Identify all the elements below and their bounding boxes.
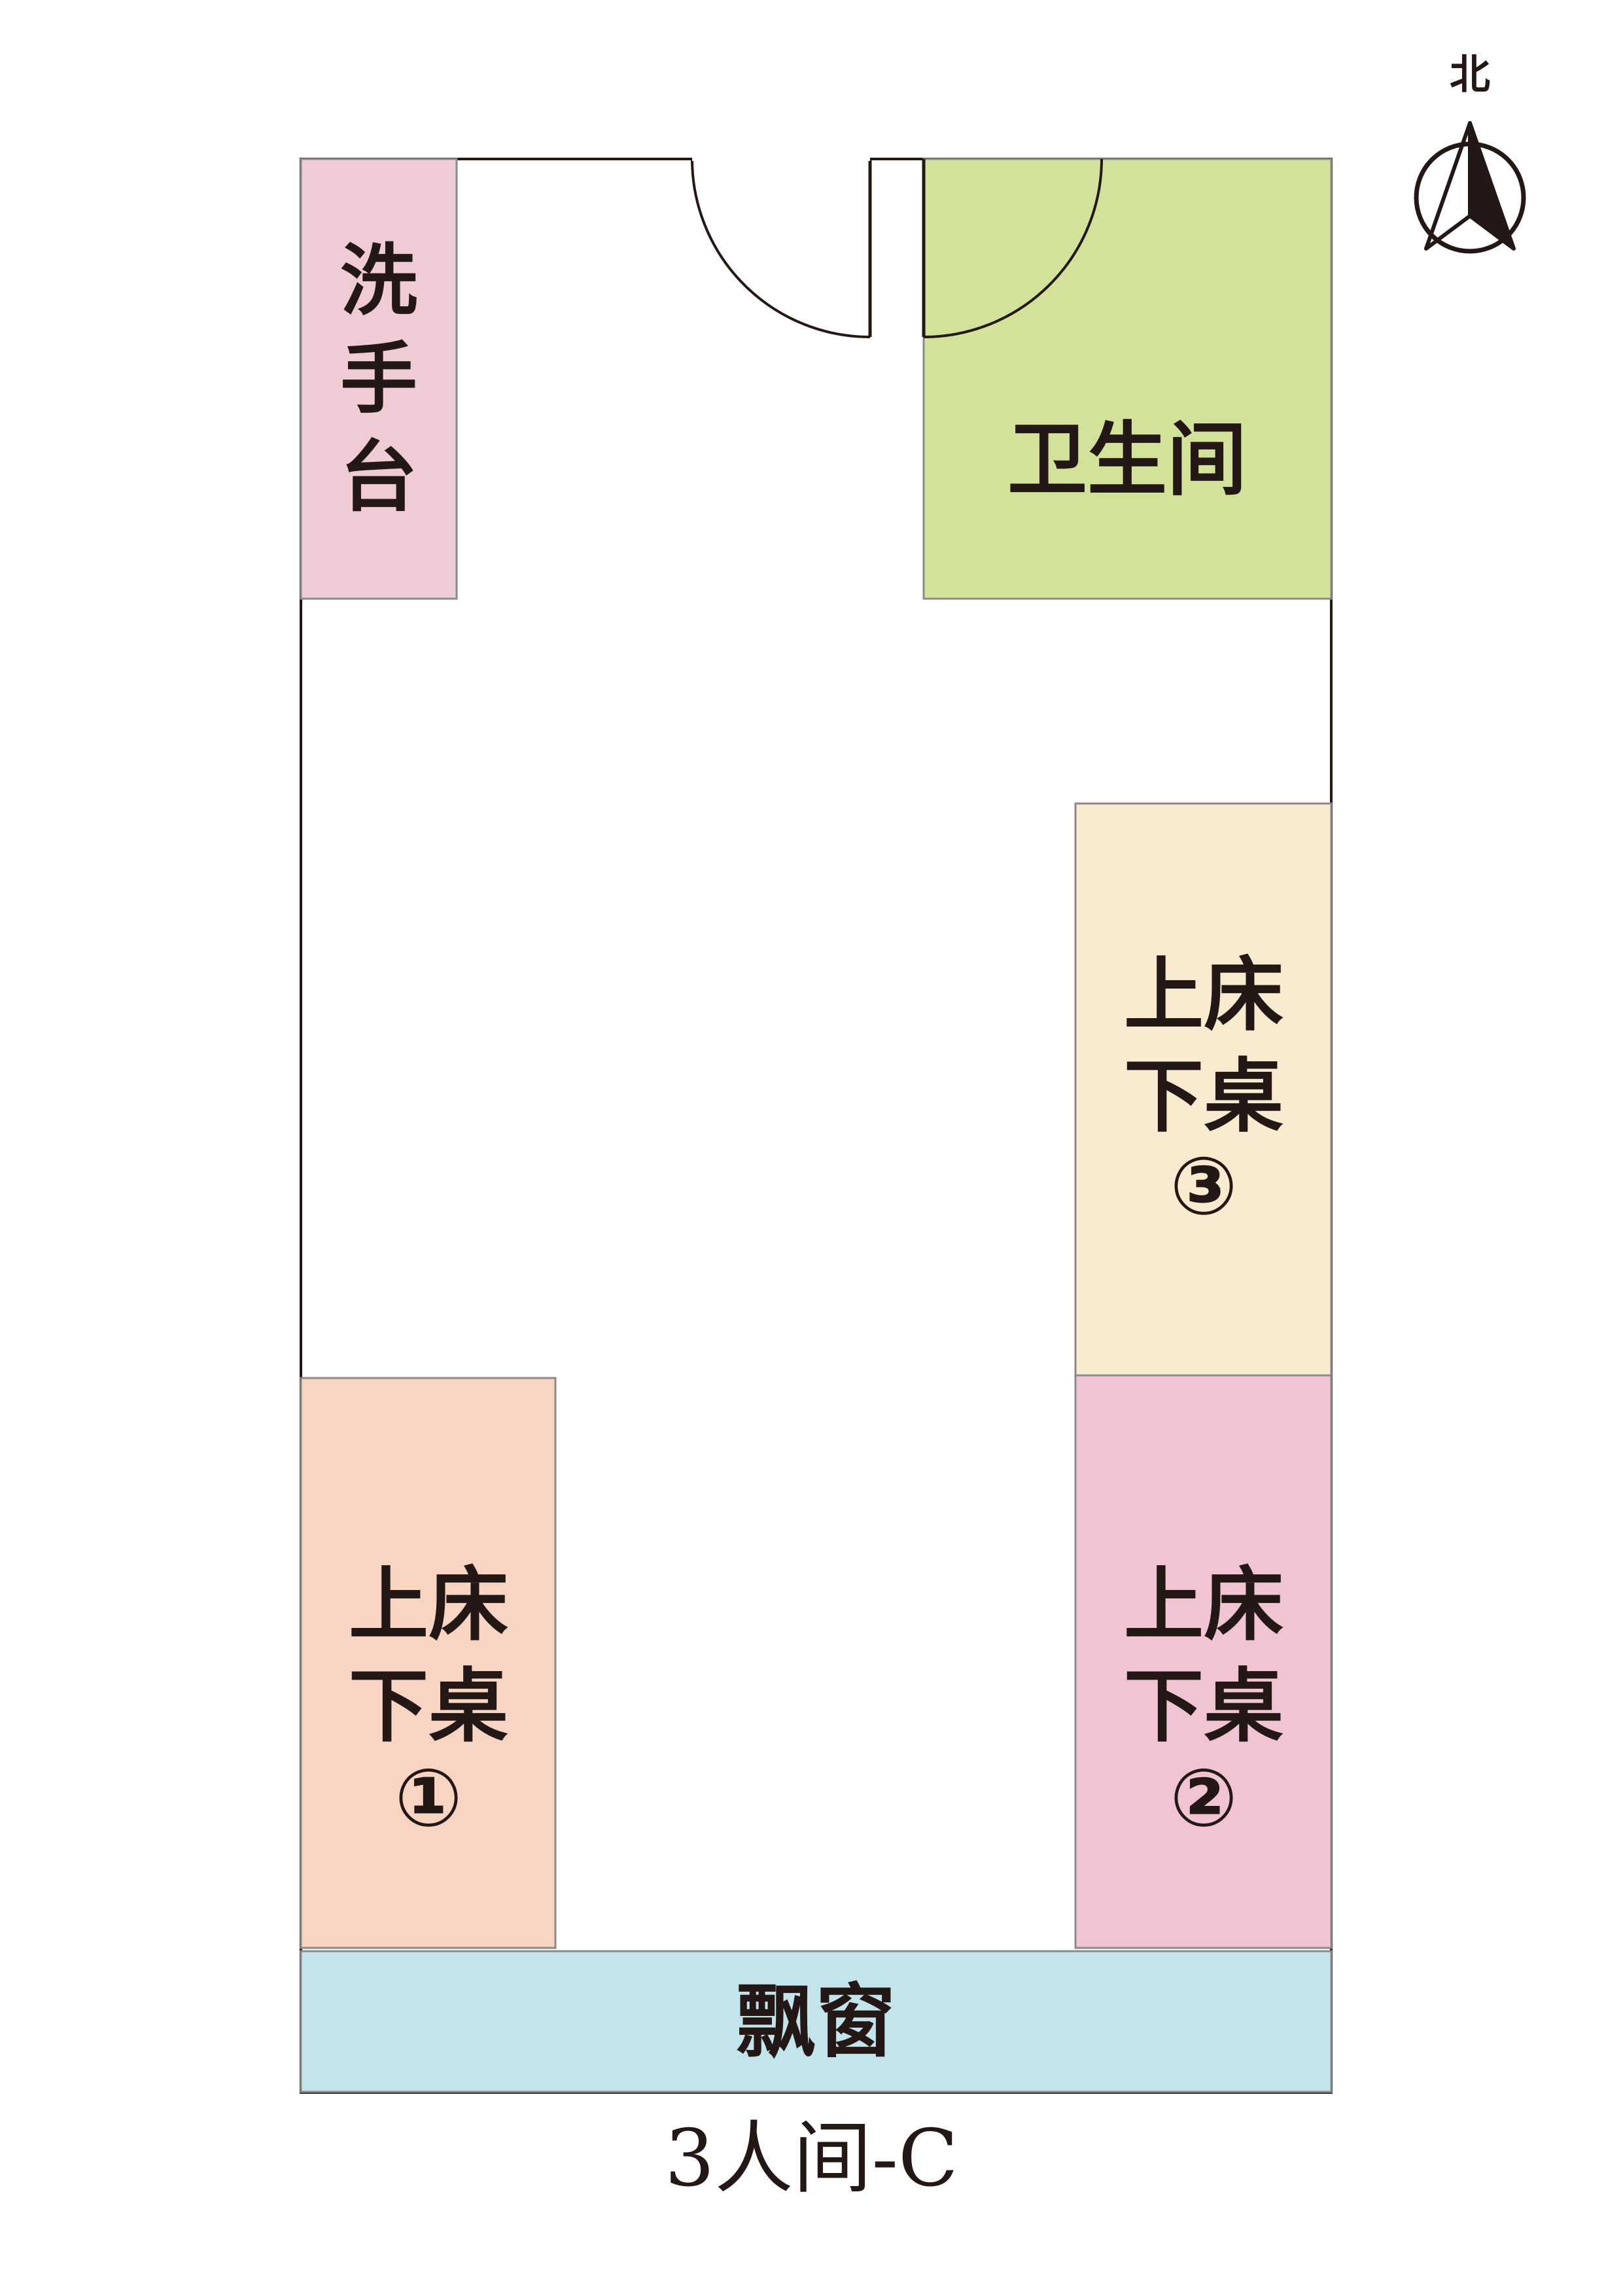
bed-desk-2-line2: 下桌 — [1124, 1660, 1283, 1753]
bathroom-label: 卫生间 — [1007, 414, 1247, 506]
bed-desk-1-line2: 下桌 — [349, 1660, 508, 1753]
bed-desk-1-number: ① — [394, 1752, 462, 1845]
sink-label-char-1: 洗 — [340, 236, 417, 326]
bed-desk-3-zone — [1074, 802, 1333, 1377]
bed-desk-2-number: ② — [1170, 1752, 1237, 1845]
bed-desk-1-zone — [300, 1377, 557, 1949]
bed-desk-3-number: ③ — [1170, 1140, 1237, 1233]
bed-desk-2-line1: 上床 — [1124, 1559, 1283, 1651]
north-arrow-icon — [1414, 121, 1526, 254]
sink-zone — [300, 158, 458, 600]
room-type-caption: 3人间-C — [665, 2113, 958, 2204]
sink-label-char-3: 台 — [340, 432, 417, 522]
bay-window-zone — [300, 1950, 1333, 2093]
bed-desk-3-line1: 上床 — [1124, 949, 1283, 1042]
bathroom-door-swing — [923, 158, 1103, 338]
sink-label-char-2: 手 — [340, 334, 417, 424]
bay-window-label: 飘窗 — [736, 1975, 896, 2068]
bed-desk-2-zone — [1074, 1374, 1333, 1949]
entrance-door-swing — [691, 158, 871, 338]
bed-desk-1-line1: 上床 — [349, 1559, 508, 1651]
bed-desk-3-line2: 下桌 — [1124, 1050, 1283, 1143]
bathroom-zone — [922, 158, 1333, 600]
compass-north-label: 北 — [1450, 50, 1490, 98]
